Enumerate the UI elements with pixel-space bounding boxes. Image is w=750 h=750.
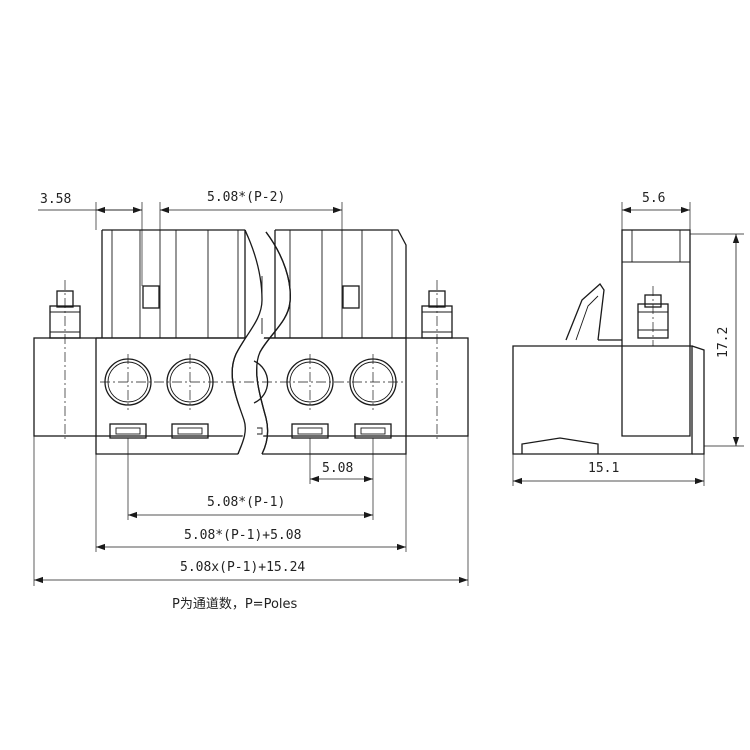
side-view: 5.6 17.2 15.1 — [512, 191, 744, 486]
center-lines — [64, 280, 438, 440]
dim-label-side-top: 5.6 — [642, 191, 665, 206]
dim-label-top-span: 5.08*(P-2) — [207, 190, 285, 205]
dim-label-overall: 5.08x(P-1)+15.24 — [180, 560, 305, 575]
poles-note: P为通道数，P=Poles — [172, 597, 298, 612]
dim-label-plug-body: 5.08*(P-1)+5.08 — [184, 528, 301, 543]
front-view: 3.58 5.08*(P-2) 5.08 5.08*(P-1) 5.08*(P-… — [33, 190, 469, 612]
plug-top-right — [274, 229, 407, 338]
dim-label-side-depth: 15.1 — [588, 461, 619, 476]
dim-label-pins-span: 5.08*(P-1) — [207, 495, 285, 510]
dim-label-3-58: 3.58 — [40, 192, 71, 207]
plug-top-left — [101, 229, 246, 338]
dim-label-pitch: 5.08 — [322, 461, 353, 476]
dim-label-side-height: 17.2 — [716, 327, 731, 358]
break-lines — [231, 229, 291, 455]
